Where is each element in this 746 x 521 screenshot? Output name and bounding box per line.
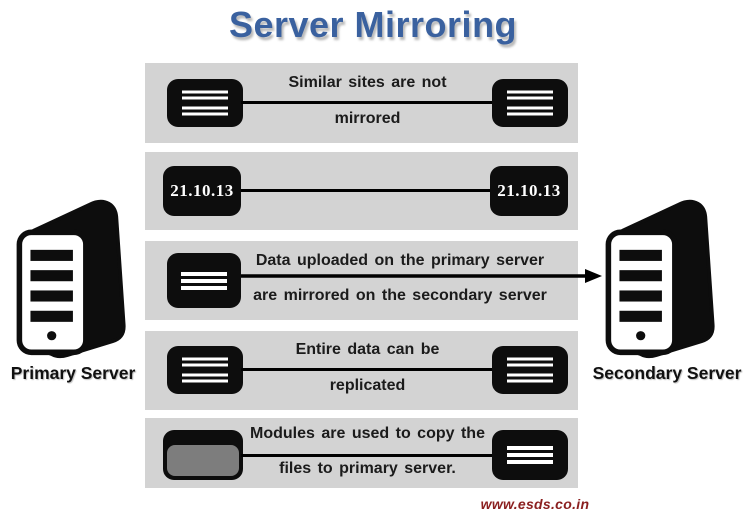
row-band-modules: Modules are used to copy the files to pr…: [145, 418, 578, 488]
drive-icon: [492, 346, 568, 394]
drive-icon: [167, 253, 241, 308]
date-label: 21.10.13: [170, 181, 234, 200]
row-band-entire-data: Entire data can be replicated: [145, 331, 578, 410]
connector-line: [241, 368, 494, 371]
row-caption-line1: Entire data can be: [295, 341, 440, 358]
connector-line: [241, 454, 492, 457]
page-title: Server Mirroring: [228, 4, 518, 45]
row-caption-line1: Data uploaded on the primary server: [255, 252, 545, 269]
connector-line: [241, 189, 490, 192]
connector-line: [241, 101, 494, 104]
row-caption-line2: mirrored: [334, 110, 401, 127]
row-caption-line2: replicated: [329, 377, 406, 394]
drive-icon: [492, 430, 568, 480]
drive-stripes-icon: [507, 90, 553, 116]
mirror-arrow: [241, 269, 602, 283]
module-icon: [163, 430, 243, 480]
drive-stripes-icon: [182, 90, 228, 116]
drive-stripes-icon: [182, 357, 228, 383]
drive-icon: [492, 79, 568, 127]
row-caption-line2: are mirrored on the secondary server: [253, 287, 547, 304]
row-band-sync-dates: 21.10.13 21.10.13: [145, 152, 578, 230]
primary-server-label: Primary Server: [10, 363, 136, 383]
drive-stripes-icon: [181, 271, 227, 290]
drive-icon: [167, 346, 243, 394]
row-band-data-upload: Data uploaded on the primary server are …: [145, 241, 578, 320]
row-caption-line1: Modules are used to copy the: [250, 425, 485, 442]
server-tower-icon: [605, 199, 715, 359]
date-chip: 21.10.13: [163, 166, 241, 216]
secondary-server-label: Secondary Server: [592, 363, 742, 383]
row-caption-line1: Similar sites are not: [288, 74, 447, 91]
module-body-icon: [167, 445, 239, 476]
row-band-similar-sites: Similar sites are not mirrored: [145, 63, 578, 143]
drive-stripes-icon: [507, 357, 553, 383]
date-chip: 21.10.13: [490, 166, 568, 216]
date-label: 21.10.13: [497, 181, 561, 200]
website-link: www.esds.co.in: [480, 496, 590, 512]
drive-stripes-icon: [507, 446, 553, 464]
row-caption-line2: files to primary server.: [279, 460, 456, 477]
server-tower-icon: [16, 199, 126, 359]
drive-icon: [167, 79, 243, 127]
